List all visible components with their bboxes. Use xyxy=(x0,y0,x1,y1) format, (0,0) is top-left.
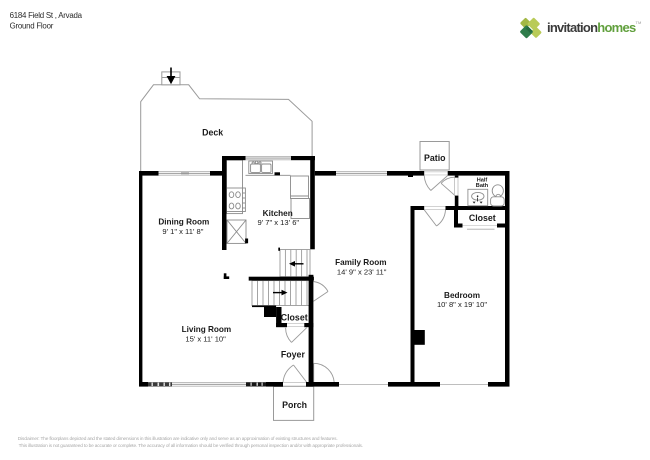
svg-text:6184 Field St , Arvada: 6184 Field St , Arvada xyxy=(10,11,83,20)
svg-text:Dining Room: Dining Room xyxy=(158,218,209,227)
svg-text:Kitchen: Kitchen xyxy=(263,209,293,218)
svg-text:invitationhomes: invitationhomes xyxy=(547,20,636,35)
svg-text:9' 7" x 13' 6": 9' 7" x 13' 6" xyxy=(257,218,299,227)
svg-text:15' x 11' 10": 15' x 11' 10" xyxy=(185,335,226,344)
svg-text:This illustration is not guara: This illustration is not guaranteed to b… xyxy=(19,443,363,449)
svg-text:Closet: Closet xyxy=(469,213,496,223)
svg-text:Half: Half xyxy=(477,178,488,184)
svg-text:Closet: Closet xyxy=(281,312,308,322)
svg-text:Living Room: Living Room xyxy=(182,325,232,334)
svg-text:9' 1" x 11' 8": 9' 1" x 11' 8" xyxy=(162,227,203,236)
svg-text:Family Room: Family Room xyxy=(335,258,386,267)
svg-text:Disclaimer: The floorplans dep: Disclaimer: The floorplans depicted and … xyxy=(18,436,338,442)
svg-text:TM: TM xyxy=(636,20,642,25)
svg-text:Foyer: Foyer xyxy=(281,350,306,360)
svg-text:10' 8" x 19' 10": 10' 8" x 19' 10" xyxy=(437,300,487,309)
svg-text:Porch: Porch xyxy=(282,400,307,410)
svg-text:Ground Floor: Ground Floor xyxy=(10,21,54,30)
svg-text:14' 9" x 23' 11": 14' 9" x 23' 11" xyxy=(337,268,387,277)
svg-text:Patio: Patio xyxy=(424,153,446,163)
svg-text:Bedroom: Bedroom xyxy=(444,291,480,300)
svg-text:Bath: Bath xyxy=(476,183,489,189)
svg-text:Deck: Deck xyxy=(202,128,223,138)
